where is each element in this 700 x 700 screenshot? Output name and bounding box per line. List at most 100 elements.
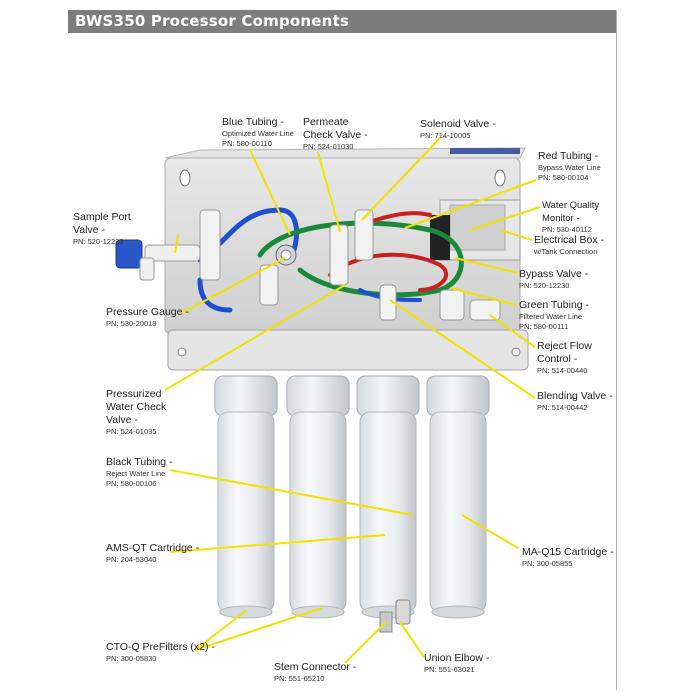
blue-tubing-name: Blue Tubing - — [222, 116, 284, 128]
black-tubing-pn: PN: 580-00106 — [106, 479, 157, 488]
sample-port-valve — [144, 244, 201, 262]
cto-q-prefilter-2 — [286, 375, 350, 619]
label-water-quality-monitor: Water Quality Monitor - PN: 530-40112 — [542, 199, 616, 235]
label-reject-flow-control: Reject Flow Control - PN: 514-00440 — [537, 340, 612, 376]
ams-qt-cartridge — [356, 375, 420, 619]
cartridges — [214, 375, 490, 633]
pressure-gauge-pn: PN: 530-20018 — [106, 319, 157, 328]
union-elbow-name: Union Elbow - — [424, 652, 490, 664]
green-tubing-sub: Filtered Water Line — [519, 312, 583, 321]
panel-top-strip — [450, 148, 520, 154]
pressure-gauge-name: Pressure Gauge - — [106, 306, 189, 318]
sample-port-handle — [115, 239, 143, 269]
wqm-pn: PN: 530-40112 — [542, 225, 592, 234]
leader-blue-tubing — [249, 149, 291, 236]
label-sample-port-valve: Sample Port Valve - PN: 520-12223 — [73, 211, 153, 247]
lower-shelf — [167, 329, 529, 371]
reject-flow-pn: PN: 514-00440 — [537, 366, 588, 375]
blue-tubing-sub: Optimized Water Line — [222, 129, 294, 138]
permeate-check-valve — [329, 224, 349, 286]
cto-q-name: CTO-Q PreFilters (x2) - — [106, 641, 215, 653]
cto-q-prefilter-1 — [214, 375, 278, 619]
leader-black-tubing — [169, 469, 414, 516]
label-blending-valve: Blending Valve - PN: 514-00442 — [537, 390, 617, 413]
union-elbow-pn: PN: 551-63021 — [424, 665, 475, 674]
ams-qt-name: AMS-QT Cartridge - — [106, 542, 200, 554]
sample-port-name-1: Sample Port — [73, 211, 131, 223]
cto-q-pn: PN: 300-05830 — [106, 654, 157, 663]
reject-flow-name-2: Control - — [537, 353, 578, 365]
page-title: BWS350 Processor Components — [75, 12, 350, 30]
wqm-name: Water Quality Monitor - — [542, 200, 600, 224]
label-pressure-gauge: Pressure Gauge - PN: 530-20018 — [106, 306, 206, 329]
leader-ma-q15 — [461, 514, 519, 549]
ma-q15-name: MA-Q15 Cartridge - — [522, 546, 614, 558]
red-tubing — [328, 252, 449, 292]
pressurized-name-1: Pressurized — [106, 388, 162, 400]
leader-bypass-valve — [454, 257, 519, 274]
black-tubing-sub: Reject Water Line — [106, 469, 166, 478]
leader-union-elbow — [399, 621, 425, 658]
label-green-tubing: Green Tubing - Filtered Water Line PN: 5… — [519, 299, 609, 332]
pressurized-water-check-valve — [259, 264, 279, 306]
label-union-elbow: Union Elbow - PN: 551-63021 — [424, 652, 514, 675]
sample-port-name-2: Valve - — [73, 224, 105, 236]
leader-blending-valve — [389, 299, 536, 399]
leader-lines — [164, 137, 541, 664]
electrical-box — [430, 199, 521, 261]
ma-q15-pn: PN: 300-05855 — [522, 559, 573, 568]
black-tubing-name: Black Tubing - — [106, 456, 173, 468]
label-pressurized-check-valve: Pressurized Water Check Valve - PN: 524-… — [106, 388, 196, 437]
red-tubing-pn: PN: 580-00104 — [538, 173, 589, 182]
stem-connector-name: Stem Connector - — [274, 661, 357, 673]
pressurized-pn: PN: 524-01035 — [106, 427, 157, 436]
pressurized-name-2: Water Check — [106, 401, 167, 413]
pressurized-name-3: Valve - — [106, 414, 138, 426]
leader-reject-flow-control — [489, 314, 536, 348]
leader-red-tubing — [404, 179, 537, 229]
label-permeate-check-valve: Permeate Check Valve - PN: 524-01030 — [303, 116, 383, 152]
label-black-tubing: Black Tubing - Reject Water Line PN: 580… — [106, 456, 196, 489]
bypass-valve-pn: PN: 520-12230 — [519, 281, 570, 290]
bypass-valve-name: Bypass Valve - — [519, 268, 589, 280]
page-right-rule — [616, 10, 617, 690]
label-ma-q15: MA-Q15 Cartridge - PN: 300-05855 — [522, 546, 617, 569]
blending-valve-name: Blending Valve - — [537, 390, 613, 402]
leader-water-quality-monitor — [469, 206, 541, 231]
red-tubing-sub: Bypass Water Line — [538, 163, 601, 172]
permeate-name-1: Permeate — [303, 116, 349, 128]
label-stem-connector: Stem Connector - PN: 551-65210 — [274, 661, 374, 684]
leader-cto-q-1 — [194, 609, 248, 651]
leader-electrical-box — [499, 229, 533, 241]
solenoid-valve — [354, 209, 374, 261]
electrical-box-sub: w/Tank Connection — [534, 247, 598, 256]
union-elbow — [395, 599, 411, 625]
header-bar: BWS350 Processor Components — [68, 10, 617, 33]
electrical-box-name: Electrical Box - — [534, 234, 605, 246]
solenoid-pn: PN: 714-10005 — [420, 131, 471, 140]
label-red-tubing: Red Tubing - Bypass Water Line PN: 580-0… — [538, 150, 618, 183]
label-cto-q: CTO-Q PreFilters (x2) - PN: 300-05830 — [106, 641, 226, 664]
leader-pressurized-check-valve — [164, 284, 346, 391]
permeate-pn: PN: 524-01030 — [303, 142, 354, 151]
blending-valve — [379, 284, 397, 321]
leader-pressure-gauge — [179, 257, 286, 315]
fittings — [115, 209, 501, 321]
stem-connector-pn: PN: 551-65210 — [274, 674, 325, 683]
label-electrical-box: Electrical Box - w/Tank Connection — [534, 234, 614, 257]
permeate-name-2: Check Valve - — [303, 129, 368, 141]
label-blue-tubing: Blue Tubing - Optimized Water Line PN: 5… — [222, 116, 332, 149]
ams-qt-pn: PN: 204-53040 — [106, 555, 157, 564]
green-tubing-name: Green Tubing - — [519, 299, 590, 311]
leader-stem-connector — [344, 621, 387, 664]
solenoid-name: Solenoid Valve - — [420, 118, 496, 130]
leader-sample-port-valve — [174, 234, 179, 254]
ma-q15-cartridge — [426, 375, 490, 619]
label-bypass-valve: Bypass Valve - PN: 520-12230 — [519, 268, 609, 291]
leader-solenoid-valve — [361, 137, 441, 221]
leader-green-tubing — [449, 287, 517, 306]
blending-valve-pn: PN: 514-00442 — [537, 403, 588, 412]
green-tubing-pn: PN: 580-00111 — [519, 322, 569, 331]
leader-cto-q-2 — [194, 607, 323, 651]
